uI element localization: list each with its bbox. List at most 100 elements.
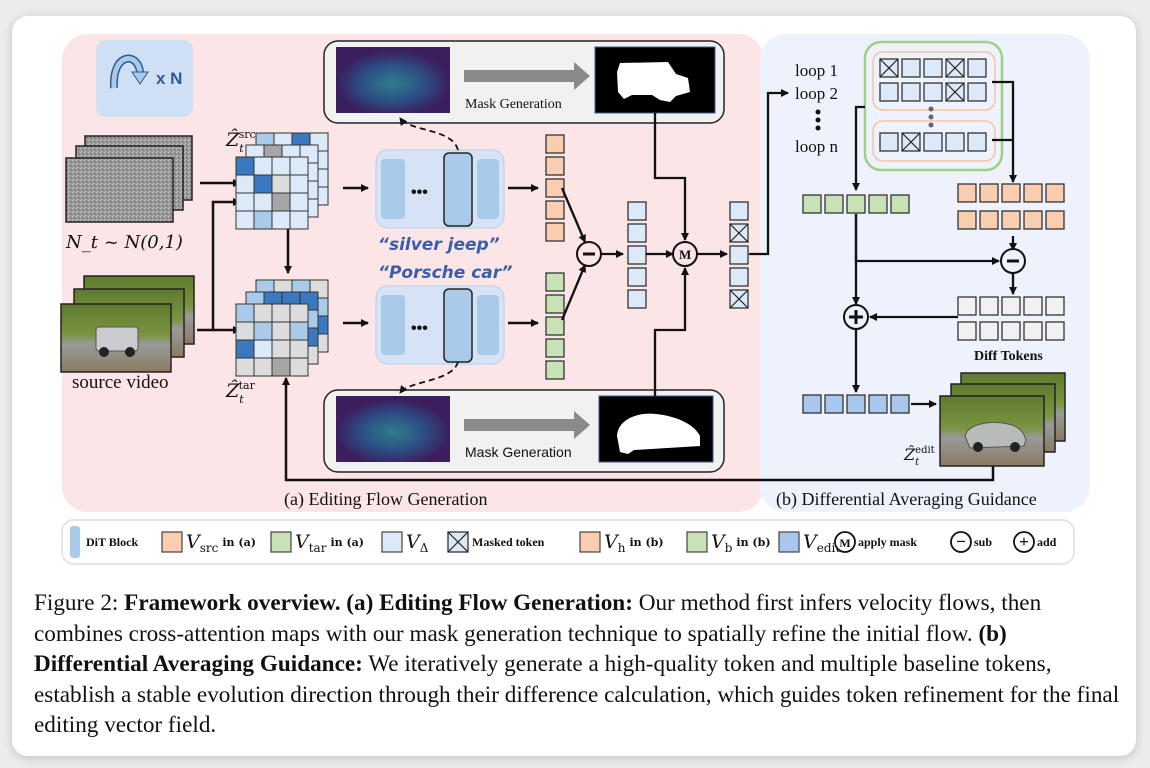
loop-count-label: x N: [156, 69, 182, 88]
legend-item-add-op: +add: [1013, 531, 1057, 553]
add-op-icon: [1013, 531, 1035, 553]
prompt-src: “silver jeep”: [378, 235, 500, 255]
latent-cell: [271, 192, 291, 212]
edited-video-frames: [939, 372, 1066, 467]
token: [729, 245, 749, 265]
latent-cell: [289, 192, 309, 212]
token: [923, 58, 943, 78]
loop-tokens: [879, 58, 987, 152]
v-edit-swatch-icon: [778, 531, 800, 553]
latent-cell: [289, 357, 309, 377]
arrow-right-icon: [574, 62, 590, 90]
diff-tokens-label: Diff Tokens: [974, 349, 1043, 364]
latent-cell: [253, 156, 273, 176]
latent-cell: [289, 303, 309, 323]
latent-cell: [235, 303, 255, 323]
z-tar-latent-grid: [235, 279, 329, 377]
dit-block-icon: [70, 526, 80, 558]
jeep-icon: [95, 326, 139, 352]
caption-bold-a: Framework overview. (a) Editing Flow Gen…: [124, 590, 633, 616]
token: [967, 58, 987, 78]
svg-text:Mask Generation: Mask Generation: [465, 97, 562, 112]
panel-a-title: (a) Editing Flow Generation: [284, 489, 487, 510]
figure-caption: Figure 2: Framework overview. (a) Editin…: [34, 588, 1124, 741]
legend-item-v-edit-swatch: Vedit: [778, 531, 840, 555]
token: [627, 245, 647, 265]
legend-label: VΔ: [406, 531, 429, 555]
z-src-latent-grid: [235, 132, 329, 230]
legend-label: apply mask: [858, 535, 917, 549]
latent-cell: [253, 210, 273, 230]
latent-cell: [289, 210, 309, 230]
porsche-icon: [964, 422, 1027, 449]
token: [1045, 183, 1065, 203]
token: [1023, 321, 1043, 341]
svg-text:•••: •••: [411, 184, 428, 201]
token: [729, 267, 749, 287]
token: [627, 267, 647, 287]
loop-n-label: loop n: [795, 137, 838, 156]
token: [627, 289, 647, 309]
token: [979, 296, 999, 316]
token: [979, 210, 999, 230]
loop-1-label: loop 1: [795, 61, 838, 80]
token: [1001, 210, 1021, 230]
caption-prefix: Figure 2:: [34, 590, 125, 616]
dit-block-src: •••: [375, 149, 505, 229]
noise-frames: [65, 135, 193, 223]
latent-cell: [253, 357, 273, 377]
svg-text:−: −: [956, 532, 966, 551]
token: [923, 132, 943, 152]
token: [1001, 321, 1021, 341]
token: [868, 194, 888, 214]
token: [729, 201, 749, 221]
arrow-right-icon: [574, 411, 590, 439]
token: [802, 194, 822, 214]
token: [923, 82, 943, 102]
legend-item-v-delta-swatch: VΔ: [381, 531, 429, 555]
mask-generation-bottom: Mask Generation: [323, 389, 725, 473]
sub-op-icon: [950, 531, 972, 553]
token: [846, 394, 866, 414]
v-tar-swatch-icon: [270, 531, 292, 553]
panel-b-token-rows: [802, 183, 1065, 414]
token: [824, 194, 844, 214]
caption-bold-b: (b) Differential Averaging Guidance:: [34, 620, 1007, 678]
token: [1001, 183, 1021, 203]
token: [627, 223, 647, 243]
latent-cell: [253, 192, 273, 212]
latent-cell: [289, 321, 309, 341]
token: [901, 58, 921, 78]
latent-cell: [289, 156, 309, 176]
svg-text:Mask Generation: Mask Generation: [465, 444, 572, 460]
latent-cell: [253, 303, 273, 323]
latent-cell: [235, 174, 255, 194]
legend-label: Vedit: [803, 531, 840, 555]
loop-badge: x N: [96, 40, 193, 117]
attention-map-tar: [336, 396, 450, 462]
token: [979, 183, 999, 203]
v-delta-swatch-icon: [381, 531, 403, 553]
legend: [61, 519, 1075, 565]
svg-text:M: M: [679, 247, 691, 262]
token-columns: [545, 134, 749, 380]
v-h-swatch-icon: [579, 531, 601, 553]
token: [957, 183, 977, 203]
latent-cell: [253, 339, 273, 359]
token: [945, 132, 965, 152]
token: [627, 201, 647, 221]
token: [1001, 296, 1021, 316]
latent-cell: [271, 357, 291, 377]
token: [901, 82, 921, 102]
latent-cell: [253, 174, 273, 194]
token: [967, 132, 987, 152]
attention-map-src: [336, 47, 450, 113]
legend-label: Masked token: [472, 535, 545, 549]
latent-cell: [235, 321, 255, 341]
v-b-swatch-icon: [686, 531, 708, 553]
